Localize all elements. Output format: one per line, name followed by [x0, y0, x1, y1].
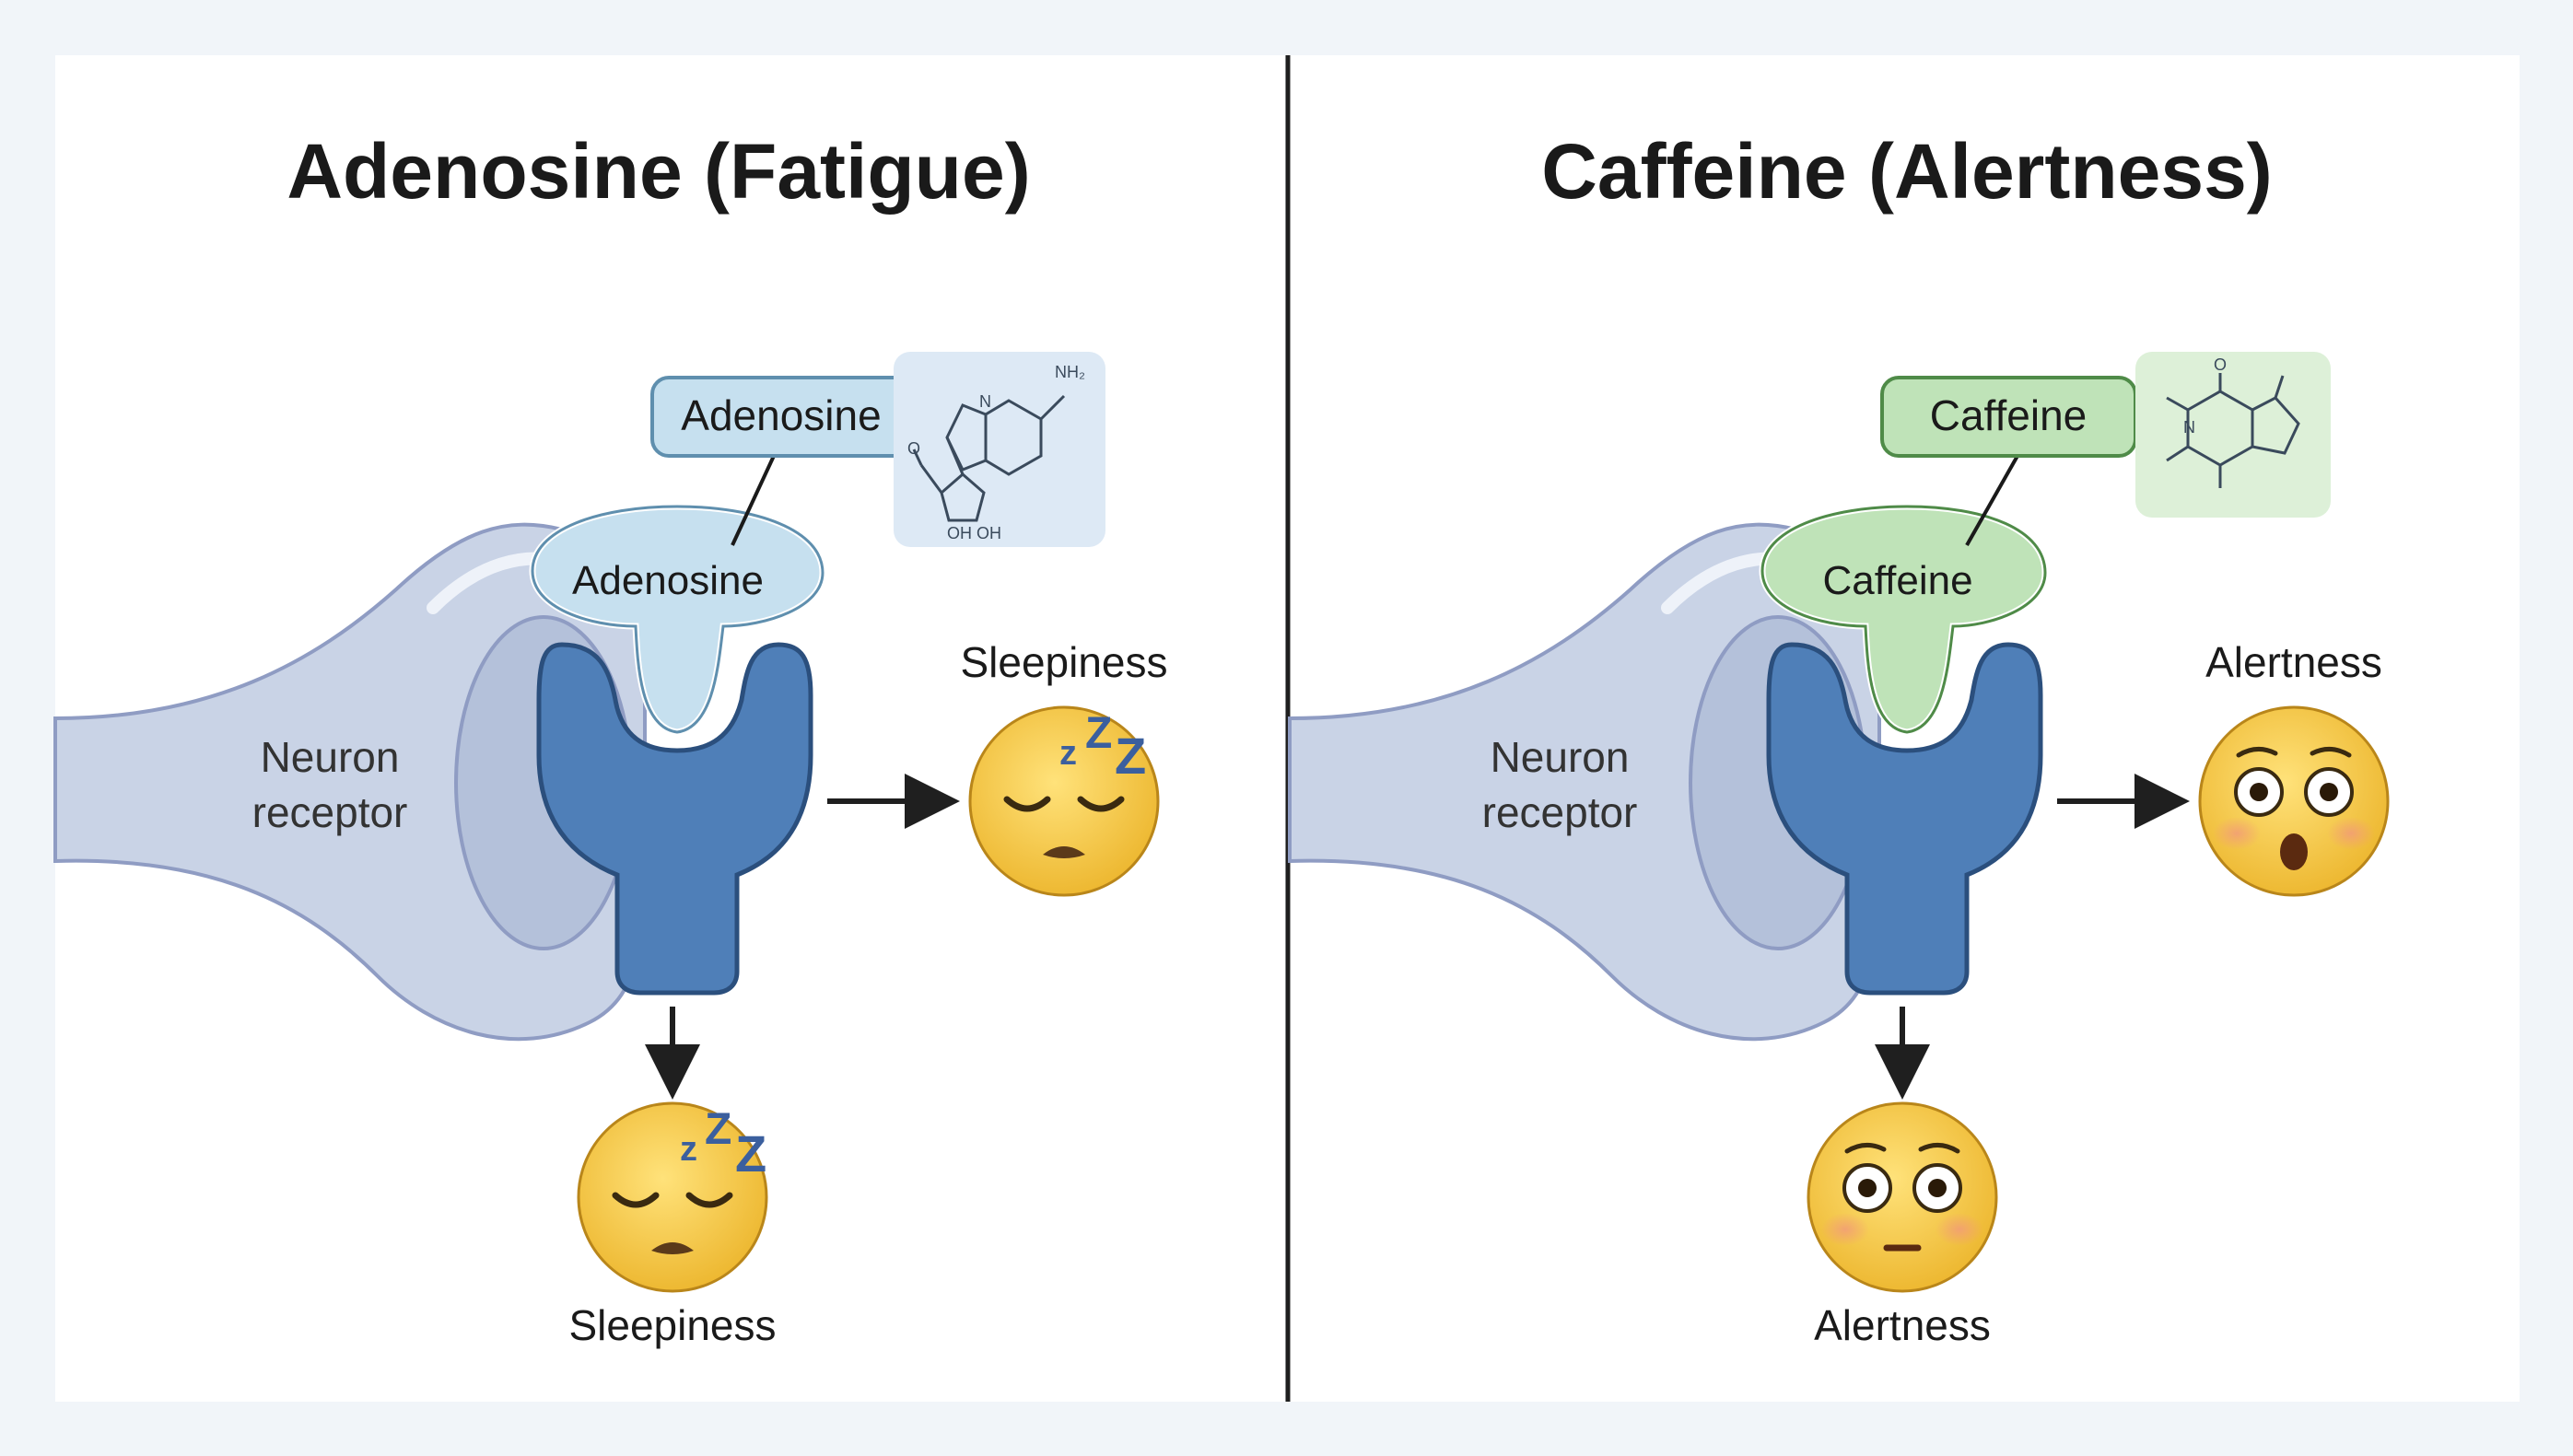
- left-tag-connector: [731, 455, 776, 546]
- svg-text:NH₂: NH₂: [1055, 363, 1085, 381]
- adenosine-structure: NH₂ N O OH OH: [894, 352, 1105, 547]
- svg-text:O: O: [2214, 355, 2227, 374]
- svg-text:N: N: [2183, 418, 2195, 437]
- right-ligand-label: Caffeine: [1822, 558, 1972, 603]
- right-neuron-label-line2: receptor: [1482, 788, 1638, 836]
- right-panel: Caffeine (Alertness) Neuron receptor Caf…: [1288, 128, 2390, 1349]
- svg-text:z: z: [680, 1130, 697, 1169]
- svg-text:Z: Z: [1115, 727, 1146, 785]
- left-right-effect-label: Sleepiness: [960, 638, 1167, 686]
- svg-text:Z: Z: [1085, 709, 1112, 758]
- right-right-effect-label: Alertness: [2205, 638, 2382, 686]
- caffeine-structure: O N: [2135, 352, 2331, 518]
- right-tag-connector: [1965, 455, 2019, 546]
- left-panel-title: Adenosine (Fatigue): [287, 128, 1030, 215]
- right-bottom-effect-label: Alertness: [1814, 1301, 1991, 1349]
- left-bottom-effect-label: Sleepiness: [568, 1301, 776, 1349]
- svg-text:Z: Z: [705, 1105, 731, 1154]
- sleepy-face-icon-bottom: z Z Z: [577, 1101, 768, 1293]
- left-panel: Adenosine (Fatigue) Neuron receptor Aden…: [53, 128, 1168, 1349]
- alert-face-icon-bottom: [1807, 1101, 1998, 1293]
- left-adenosine-ligand-outline: [531, 505, 825, 734]
- svg-text:Z: Z: [735, 1124, 766, 1182]
- svg-text:O: O: [907, 439, 920, 458]
- astonished-face-icon: [2198, 705, 2390, 897]
- sleepy-face-icon: z Z Z: [968, 705, 1160, 897]
- right-panel-title: Caffeine (Alertness): [1541, 128, 2273, 215]
- svg-text:z: z: [1059, 734, 1077, 773]
- left-receptor: [536, 642, 813, 996]
- svg-text:N: N: [979, 392, 991, 411]
- left-neuron-label-line2: receptor: [252, 788, 408, 836]
- right-receptor: [1766, 642, 2043, 996]
- left-ligand-label: Adenosine: [572, 558, 764, 603]
- svg-text:OH OH: OH OH: [947, 524, 1001, 542]
- right-neuron-label-line1: Neuron: [1491, 733, 1630, 781]
- left-neuron-label-line1: Neuron: [261, 733, 400, 781]
- left-molecule-tag: Adenosine: [681, 391, 881, 439]
- right-molecule-tag: Caffeine: [1930, 391, 2088, 439]
- right-caffeine-ligand-outline: [1760, 505, 2047, 734]
